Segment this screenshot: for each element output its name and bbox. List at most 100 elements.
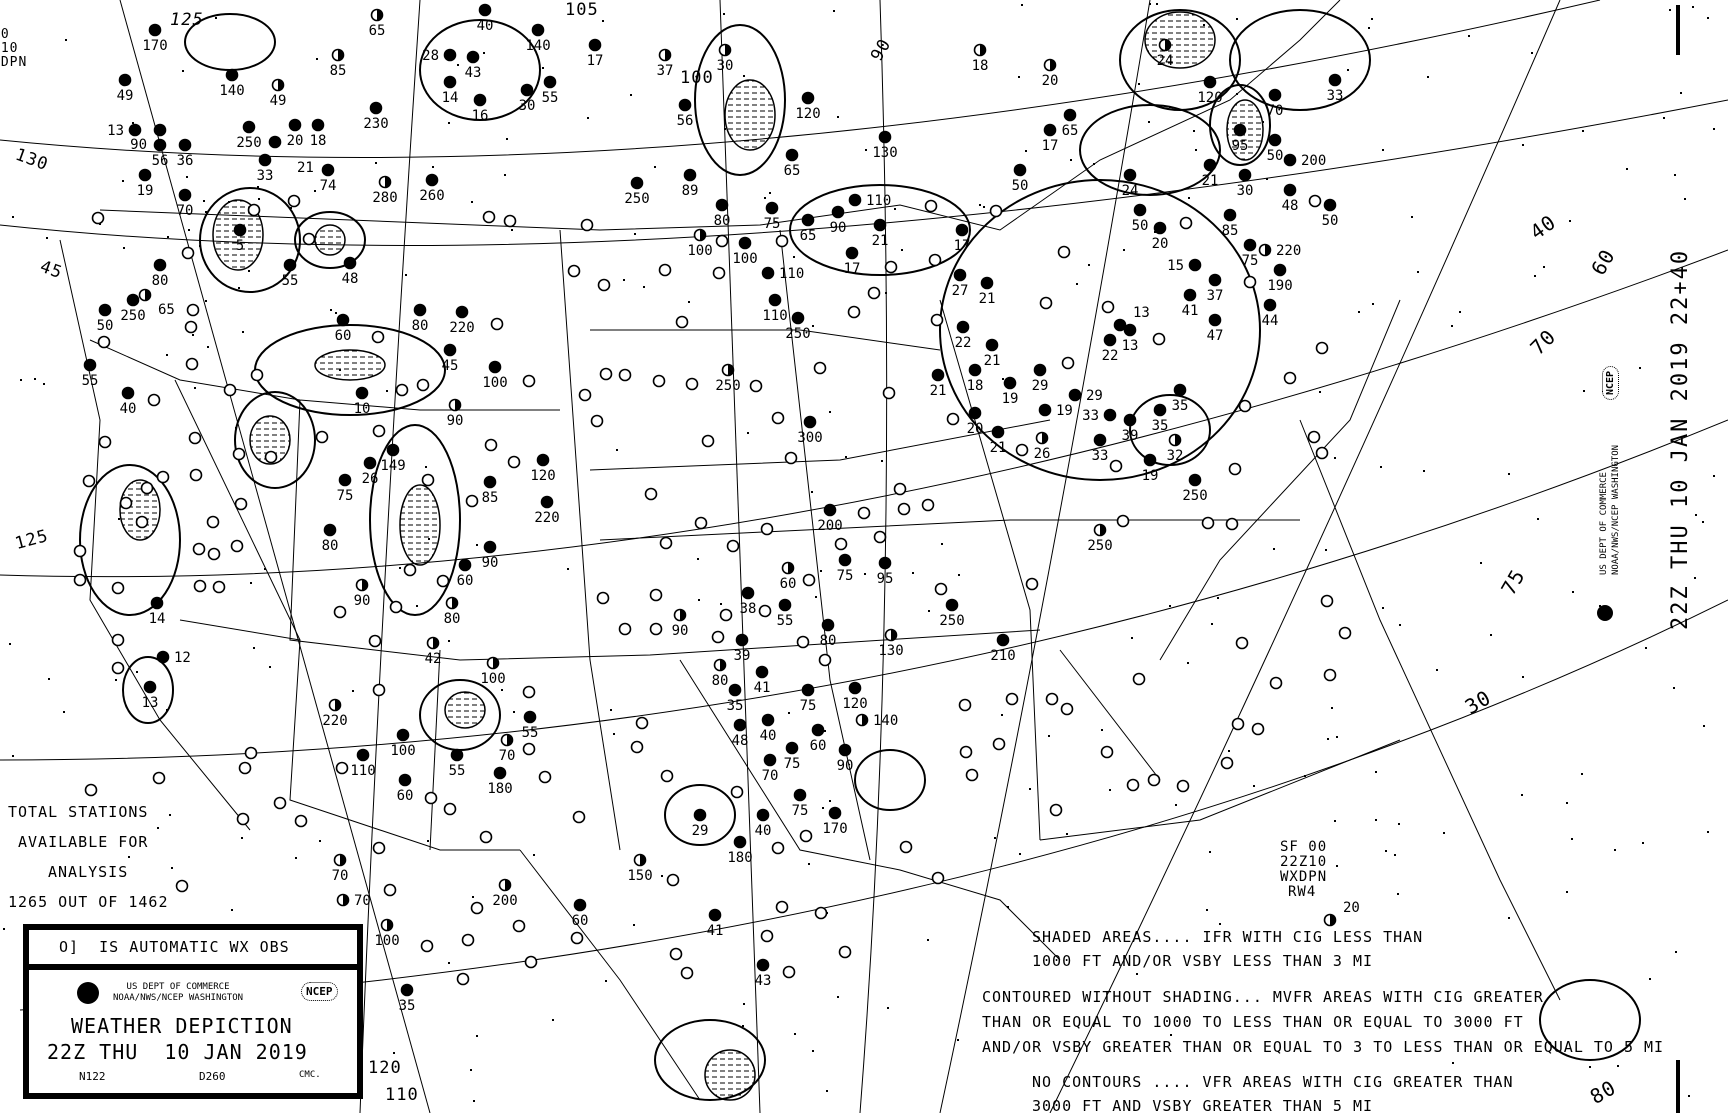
clear-station-icon xyxy=(928,253,942,267)
corner-line: XDPN xyxy=(0,55,28,70)
grid-dot xyxy=(1025,150,1027,152)
grid-dot xyxy=(1347,69,1349,71)
station-ceiling-label: 170 xyxy=(142,38,167,54)
grid-dot xyxy=(1543,266,1545,268)
clear-station-icon xyxy=(934,582,948,596)
station-circle-icon xyxy=(878,130,892,144)
clear-station-icon xyxy=(522,685,536,699)
station-circle-icon xyxy=(791,311,805,325)
sky-cover-fill-icon xyxy=(387,919,393,931)
station-ceiling-label: 75 xyxy=(784,756,801,772)
station-circle-icon xyxy=(785,148,799,162)
station-ceiling-label: 32 xyxy=(1167,448,1184,464)
grid-dot xyxy=(330,309,332,311)
grid-dot xyxy=(1262,121,1264,123)
grid-dot xyxy=(1088,264,1090,266)
station-ovc xyxy=(785,741,799,755)
station-circle-icon xyxy=(493,766,507,780)
station-ceiling-label: 100 xyxy=(480,671,505,687)
station-ovc xyxy=(98,303,112,317)
station-ovc xyxy=(1243,238,1257,252)
station-ceiling-label: 190 xyxy=(1267,278,1292,294)
station-circle-icon xyxy=(178,188,192,202)
station-circle-icon xyxy=(400,983,414,997)
grid-dot xyxy=(1170,1034,1172,1036)
grid-dot xyxy=(118,518,120,520)
grid-dot xyxy=(1336,865,1338,867)
grid-dot xyxy=(1029,788,1031,790)
station-ceiling-label: 41 xyxy=(707,923,724,939)
station-ceiling-label: 17 xyxy=(587,53,604,69)
clear-station-icon xyxy=(1147,773,1161,787)
frame-mark xyxy=(1676,5,1680,55)
grid-dot xyxy=(1680,92,1682,94)
station-circle-icon xyxy=(1283,153,1297,167)
station-ceiling-label: 21 xyxy=(979,291,996,307)
clear-station-icon xyxy=(186,303,200,317)
clear-station-icon xyxy=(1201,516,1215,530)
station-ovc xyxy=(126,293,140,307)
grid-dot xyxy=(1209,851,1211,853)
station-ceiling-label: 250 xyxy=(1182,488,1207,504)
grid-dot xyxy=(1427,76,1429,78)
station-circle-icon xyxy=(1123,323,1137,337)
station-sct xyxy=(673,608,687,622)
grid-dot xyxy=(269,666,271,668)
station-ceiling-label: 75 xyxy=(337,488,354,504)
station-ovc xyxy=(483,540,497,554)
station-ceiling-label: 90 xyxy=(447,413,464,429)
station-ceiling-label: 26 xyxy=(362,471,379,487)
grid-dot xyxy=(194,387,196,389)
grid-dot xyxy=(1018,76,1020,78)
station-ceiling-label: 180 xyxy=(487,781,512,797)
vfr-explanation-1: NO CONTOURS .... VFR AREAS WITH CIG GREA… xyxy=(1032,1073,1514,1091)
clear-station-icon xyxy=(930,313,944,327)
station-circle-icon xyxy=(765,201,779,215)
grid-dot xyxy=(1582,130,1584,132)
station-ceiling-label: 140 xyxy=(873,713,898,729)
station-ovc xyxy=(1268,88,1282,102)
clear-station-icon xyxy=(416,378,430,392)
station-sct xyxy=(1043,58,1057,72)
station-ovc xyxy=(845,246,859,260)
grid-dot xyxy=(167,236,169,238)
station-circle-icon xyxy=(321,163,335,177)
clear-station-icon xyxy=(659,536,673,550)
contoured-explanation-3: AND/OR VSBY GREATER THAN OR EQUAL TO 3 T… xyxy=(982,1038,1665,1056)
station-circle-icon xyxy=(1103,408,1117,422)
station-ceiling-label: 29 xyxy=(1032,378,1049,394)
station-circle-icon xyxy=(945,598,959,612)
clear-station-icon xyxy=(538,770,552,784)
map-title-rotated: 22Z THU 10 JAN 2019 22+40 xyxy=(1668,248,1693,630)
station-circle-icon xyxy=(1143,453,1157,467)
clear-station-icon xyxy=(420,939,434,953)
station-circle-icon xyxy=(838,553,852,567)
station-ovc xyxy=(956,320,970,334)
station-ceiling-label: 41 xyxy=(754,680,771,696)
sky-cover-fill-icon xyxy=(725,44,731,56)
clear-station-icon xyxy=(73,573,87,587)
grid-dot xyxy=(476,544,478,546)
station-sct xyxy=(378,175,392,189)
station-ovc xyxy=(156,650,170,664)
station-ovc xyxy=(1203,75,1217,89)
clear-station-icon xyxy=(97,335,111,349)
grid-dot xyxy=(157,827,159,829)
grid-dot xyxy=(513,711,515,713)
station-ceiling-label: 80 xyxy=(714,213,731,229)
station-circle-icon xyxy=(520,83,534,97)
station-ceiling-label: 130 xyxy=(872,145,897,161)
station-ovc xyxy=(483,475,497,489)
grid-dot xyxy=(1423,470,1425,472)
sky-cover-fill-icon xyxy=(278,79,284,91)
station-ovc xyxy=(1188,258,1202,272)
station-ceiling-label: 250 xyxy=(785,326,810,342)
clear-station-icon xyxy=(82,474,96,488)
station-ovc xyxy=(268,135,282,149)
clear-station-icon xyxy=(1039,296,1053,310)
station-ceiling-label: 22 xyxy=(1102,348,1119,364)
station-ceiling-label: 220 xyxy=(449,320,474,336)
station-circle-icon xyxy=(443,48,457,62)
clear-station-icon xyxy=(921,498,935,512)
frame-mark xyxy=(1676,1060,1680,1113)
